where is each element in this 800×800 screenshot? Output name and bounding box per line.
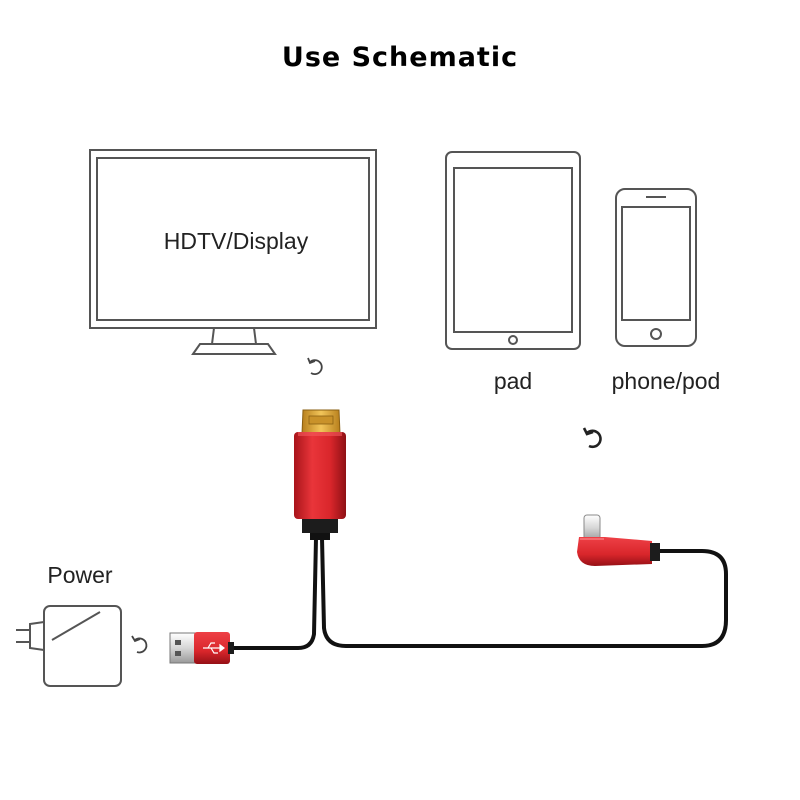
sync-icon [582, 427, 602, 449]
usb-connector [169, 632, 234, 664]
power-label: Power [47, 562, 113, 588]
phone-label: phone/pod [611, 368, 721, 394]
power-adapter-icon [16, 605, 122, 687]
tv-icon [89, 149, 377, 355]
cable [230, 536, 728, 650]
sync-icon [131, 635, 148, 654]
tv-label: HDTV/Display [163, 228, 309, 254]
sync-icon [307, 357, 323, 376]
hdmi-connector [294, 409, 346, 540]
tablet-icon [445, 151, 581, 350]
phone-icon [615, 188, 697, 347]
pad-label: pad [493, 368, 533, 394]
lightning-connector [577, 514, 660, 566]
diagram-title: Use Schematic [281, 42, 519, 73]
usb-icon [203, 642, 225, 654]
